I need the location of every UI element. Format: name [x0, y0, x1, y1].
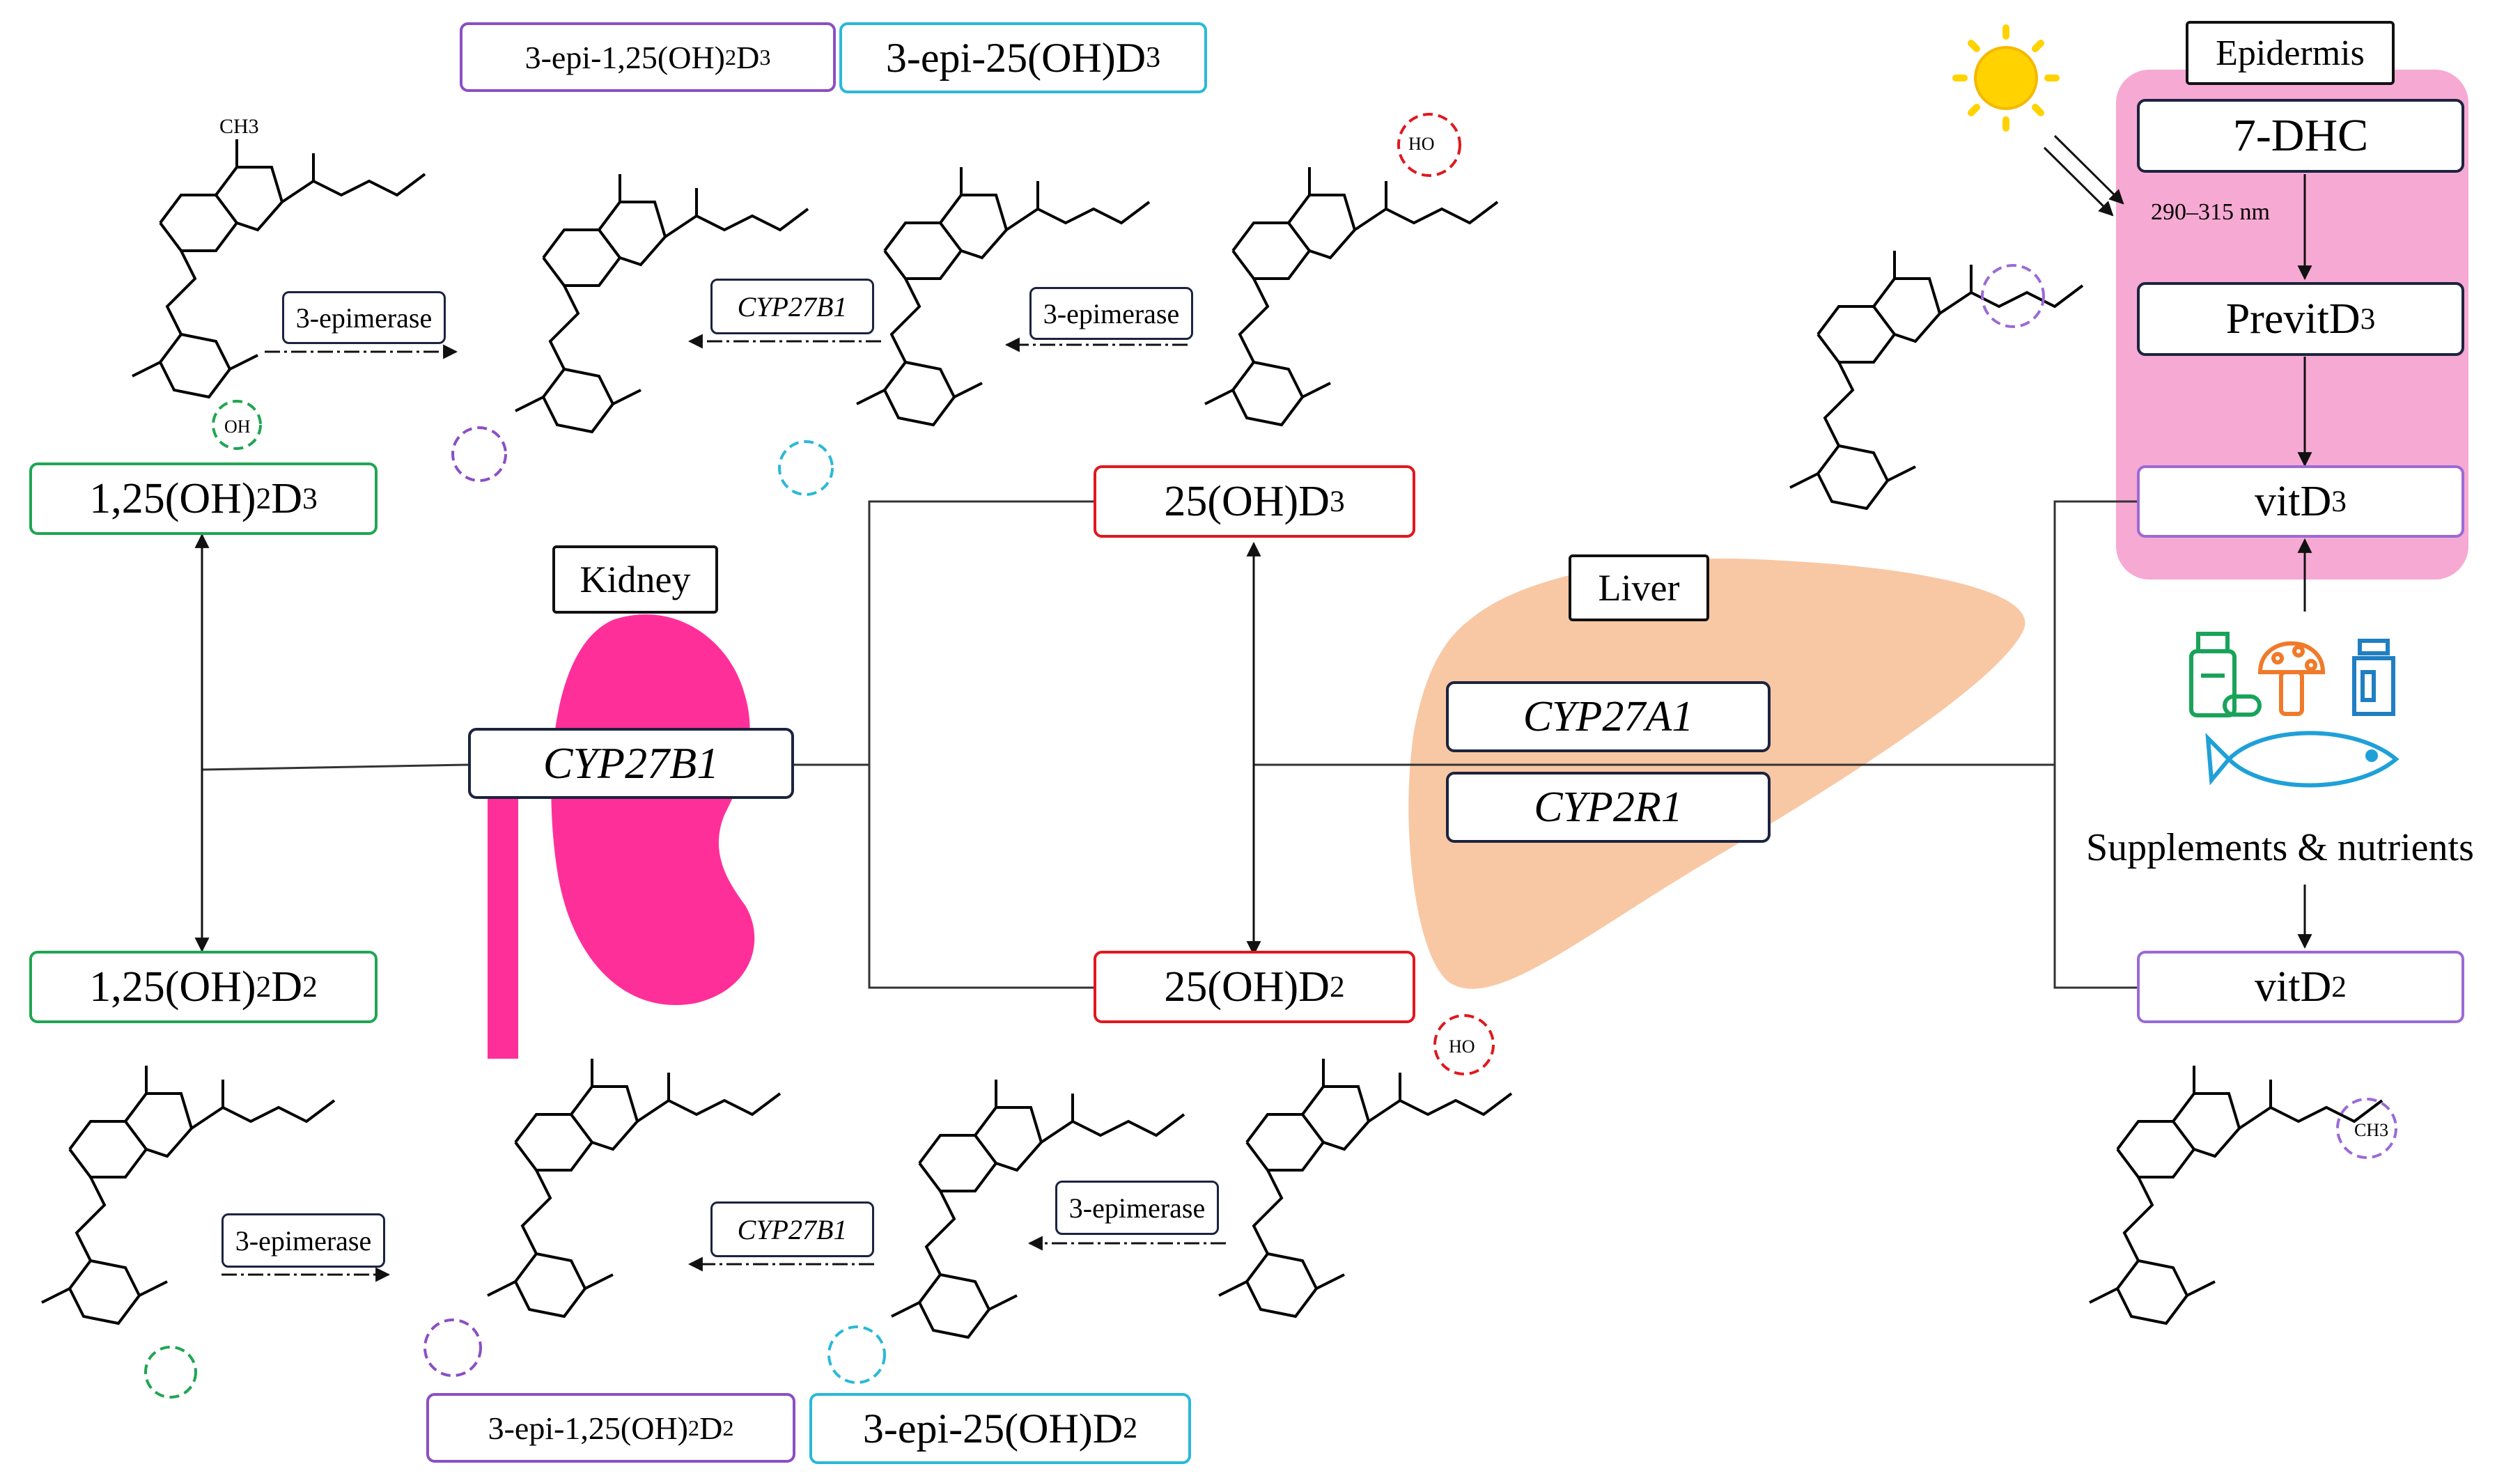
cyp27b1-tag-top[interactable]: CYP27B1	[710, 279, 874, 334]
sources-label: Supplements & nutrients	[2086, 826, 2474, 869]
seven-dhc-box[interactable]: 7-DHC	[2137, 99, 2464, 173]
ureter	[488, 794, 518, 1059]
molecule-25-oh-d2	[1218, 1057, 1513, 1318]
epimerase-tag-top-left[interactable]: 3-epimerase	[282, 291, 446, 344]
cyp27b1-kidney-box[interactable]: CYP27B1	[468, 728, 794, 799]
epimerase-tag-top-right[interactable]: 3-epimerase	[1029, 287, 1193, 340]
cyp27a1-box[interactable]: CYP27A1	[1446, 681, 1771, 752]
fish-icon	[2205, 731, 2400, 788]
kidney-label: Kidney	[552, 545, 718, 614]
25-oh-d3-text: 25(OH)D	[1164, 477, 1330, 525]
mushroom-icon	[2257, 641, 2326, 716]
struct-label: CH3	[2354, 1120, 2389, 1140]
epimerase-tag-bottom-left[interactable]: 3-epimerase	[221, 1213, 385, 1268]
supplement-bottle-icon	[2189, 632, 2262, 717]
struct-label: CH3	[219, 115, 259, 138]
previt-d3-text: PrevitD	[2225, 295, 2360, 343]
struct-label: HO	[1449, 1036, 1475, 1057]
molecule-vitd3	[1789, 249, 2084, 510]
uv-wavelength-label: 290–315 nm	[2151, 199, 2270, 225]
molecule-1-25-oh2-d3	[131, 138, 426, 398]
molecule-3-epi-1-25-oh2-d2	[486, 1057, 781, 1318]
kidney-shape	[551, 614, 755, 1006]
molecule-1-25-oh2-d2	[40, 1064, 336, 1325]
epidermis-label: Epidermis	[2186, 21, 2395, 85]
molecule-vitd2	[2088, 1064, 2383, 1325]
milk-bottle-icon	[2352, 639, 2395, 716]
vit-d2-text: vitD	[2255, 963, 2332, 1011]
struct-label: HO	[1408, 134, 1435, 154]
epimerase-tag-bottom-right[interactable]: 3-epimerase	[1055, 1181, 1219, 1235]
liver-label: Liver	[1569, 554, 1709, 621]
molecule-25-oh-d3	[1204, 166, 1499, 426]
vit-d3-text: vitD	[2255, 477, 2332, 525]
cyp2r1-box[interactable]: CYP2R1	[1446, 772, 1771, 843]
sun-icon	[1952, 24, 2060, 132]
25-oh-d2-text: 25(OH)D	[1164, 963, 1330, 1011]
cyp27b1-tag-bottom[interactable]: CYP27B1	[710, 1201, 874, 1257]
struct-label: OH	[224, 417, 251, 437]
